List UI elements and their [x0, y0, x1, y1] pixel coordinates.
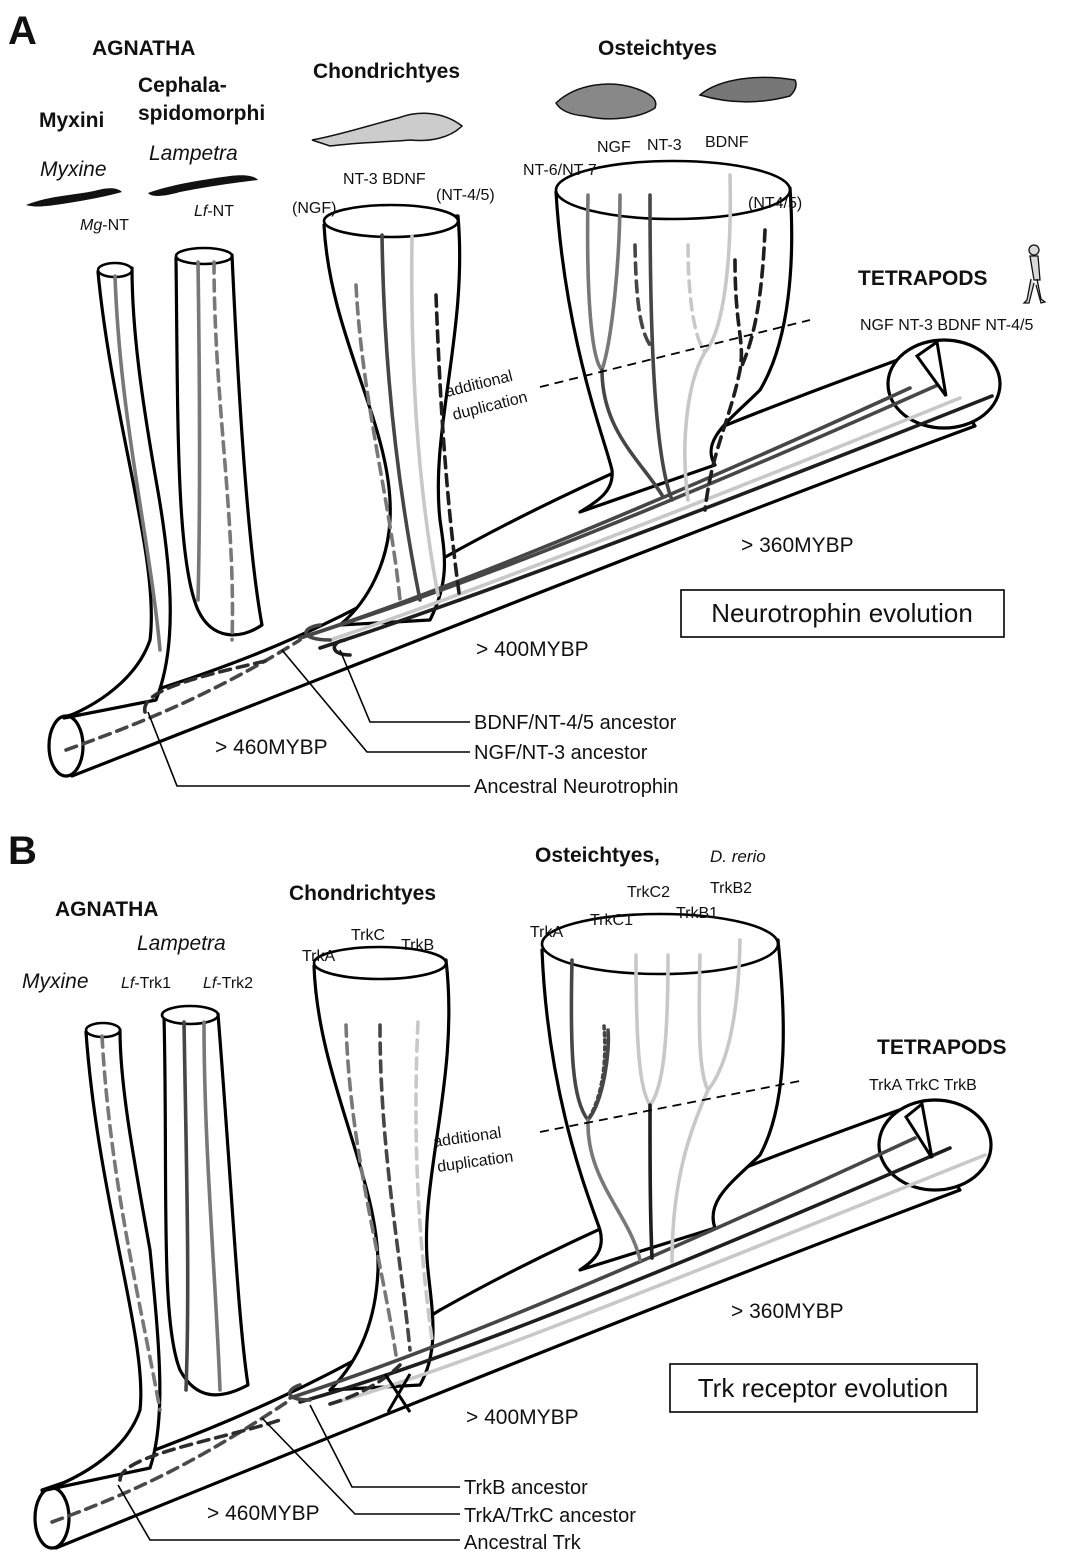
time-400-a: > 400MYBP [476, 638, 589, 661]
ch-nt3-bdnf-label-a: NT-3 BDNF [343, 171, 426, 188]
panel-label-a: A [8, 9, 37, 53]
bony-fish-icon [556, 84, 656, 119]
os-nt67-label: NT-6/NT-7 [523, 162, 597, 179]
legend-ancestral-trk: Ancestral Trk [464, 1532, 582, 1554]
cephalaspidomorphi-label-1: Cephala- [138, 74, 227, 97]
lf-nt-label: Lf-NT [194, 203, 234, 220]
zebrafish-icon [700, 77, 796, 102]
osteichthyes-top-b [542, 914, 778, 974]
myxine-tube-b [46, 1030, 160, 1490]
tetrapod-genes-b: TrkA TrkC TrkB [869, 1077, 977, 1094]
os-trkb2-label: TrkB2 [710, 880, 752, 897]
human-icon [1024, 245, 1045, 303]
os-nt3-label: NT-3 [647, 137, 682, 154]
panel-b: B AGNATHA Lampetra Myxine Lf-Trk1 Lf-Trk… [8, 829, 1007, 1554]
title-trk-receptor-evolution: Trk receptor evolution [698, 1373, 948, 1403]
time-360-b: > 360MYBP [731, 1300, 844, 1323]
myxine-label-a: Myxine [40, 158, 107, 181]
lampetra-top-b [162, 1006, 218, 1024]
cephalaspidomorphi-label-2: spidomorphi [138, 102, 265, 125]
ch-nt45-label-a: (NT-4/5) [436, 187, 495, 204]
chondrichthyes-top-a [324, 205, 458, 237]
legend-ancestral-neurotrophin: Ancestral Neurotrophin [474, 776, 679, 798]
time-400-b: > 400MYBP [466, 1406, 579, 1429]
chondrichthyes-label-a: Chondrichtyes [313, 60, 460, 83]
legend-bdnf-ancestor: BDNF/NT-4/5 ancestor [474, 712, 677, 734]
tetrapods-label-a: TETRAPODS [858, 267, 988, 290]
drerio-label: D. rerio [710, 847, 766, 866]
dup-label-1-b: additional [432, 1125, 502, 1151]
os-ngf-label: NGF [597, 139, 631, 156]
os-trka-label: TrkA [530, 924, 564, 941]
tetrapod-genes-a: NGF NT-3 BDNF NT-4/5 [860, 317, 1033, 334]
osteichthyes-label-a: Osteichtyes [598, 37, 717, 60]
myxini-label: Myxini [39, 109, 104, 132]
legend-ngf-ancestor: NGF/NT-3 ancestor [474, 742, 648, 764]
os-trkc-stem-b [650, 1105, 652, 1258]
time-460-b: > 460MYBP [207, 1502, 320, 1525]
chondrichthyes-label-b: Chondrichtyes [289, 882, 436, 905]
myxine-label-b: Myxine [22, 970, 89, 993]
time-360-a: > 360MYBP [741, 534, 854, 557]
os-trkb1-label: TrkB1 [676, 905, 718, 922]
lamprey-lineage-1-a [198, 262, 200, 600]
time-460-a: > 460MYBP [215, 736, 328, 759]
lampetra-label-b: Lampetra [137, 932, 226, 955]
ch-ngf-label-a: (NGF) [292, 200, 336, 217]
mg-nt-label: Mg-NT [80, 217, 129, 234]
lampetra-tube-a [176, 255, 262, 635]
ch-trkc-label: TrkC [351, 927, 385, 944]
panel-a: A AGNATHA Myxini Cephala- spidomorphi My… [8, 9, 1045, 798]
hagfish-icon [26, 188, 122, 206]
shark-ray-icon [312, 113, 462, 146]
os-trkc1-label: TrkC1 [590, 912, 633, 929]
osteichthyes-label-b: Osteichtyes, [535, 844, 660, 867]
ch-trkb-label: TrkB [401, 937, 434, 954]
legend-trkb-ancestor: TrkB ancestor [464, 1477, 588, 1499]
agnatha-label-a: AGNATHA [92, 37, 195, 60]
lamprey-icon [148, 175, 258, 196]
dup-label-2-b: duplication [436, 1148, 514, 1175]
os-nt45-label: (NT4/5) [748, 195, 802, 212]
legend-trka-trkc-ancestor: TrkA/TrkC ancestor [464, 1505, 636, 1527]
os-bdnf-label: BDNF [705, 134, 749, 151]
lampetra-top-a [176, 248, 232, 264]
title-neurotrophin-evolution: Neurotrophin evolution [711, 598, 973, 628]
tetrapods-label-b: TETRAPODS [877, 1036, 1007, 1059]
lampetra-label-a: Lampetra [149, 142, 238, 165]
lf-trk2-label: Lf-Trk2 [203, 975, 253, 992]
agnatha-label-b: AGNATHA [55, 898, 158, 921]
lf-trk1-label: Lf-Trk1 [121, 975, 171, 992]
os-trkc2-label: TrkC2 [627, 884, 670, 901]
ch-trka-label: TrkA [302, 948, 336, 965]
panel-label-b: B [8, 829, 37, 873]
